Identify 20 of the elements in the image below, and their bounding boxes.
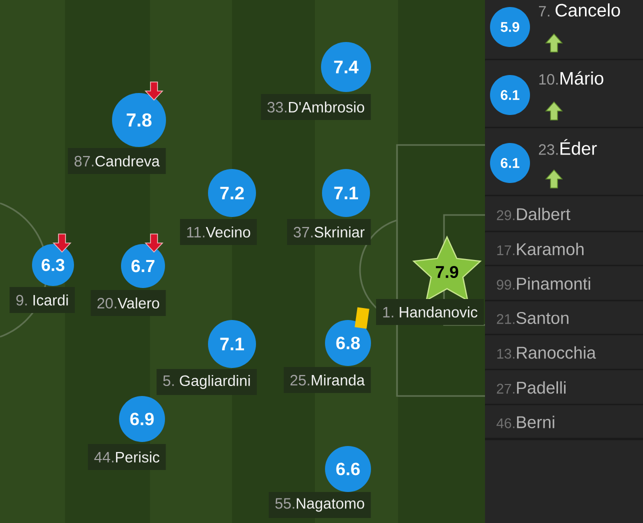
node-label: 29.	[496, 210, 514, 220]
player-label: 37.Skriniar	[287, 219, 371, 245]
bench-row: 21.Santon	[485, 301, 643, 336]
player-label: 5. Gagliardini	[156, 369, 257, 395]
bench-row: 17.Karamoh	[485, 232, 643, 268]
player-label: 25. Miranda	[284, 367, 371, 393]
player-label: 11.Vecino	[180, 219, 257, 245]
player-label: 9. Icardi	[10, 287, 75, 313]
player-label: 87.Candreva	[68, 148, 166, 174]
node-label: Dalbert	[517, 208, 570, 220]
bench-row: 29.Dalbert	[485, 196, 643, 234]
bench-row: 99.Pinamonti	[485, 266, 643, 302]
bench-row: 27.Padelli	[485, 370, 643, 406]
player-label: 20.Valero	[90, 290, 166, 316]
player-label: 55. Nagatomo	[268, 492, 371, 518]
player-label: 1. Handanovic	[376, 299, 484, 325]
bench-row: 13.Ranocchia	[485, 335, 643, 372]
player-label: 44. Perisic	[88, 444, 166, 470]
player-label: 33. D'Ambrosio	[260, 94, 371, 120]
bench-row: 46.Berni	[485, 405, 643, 440]
